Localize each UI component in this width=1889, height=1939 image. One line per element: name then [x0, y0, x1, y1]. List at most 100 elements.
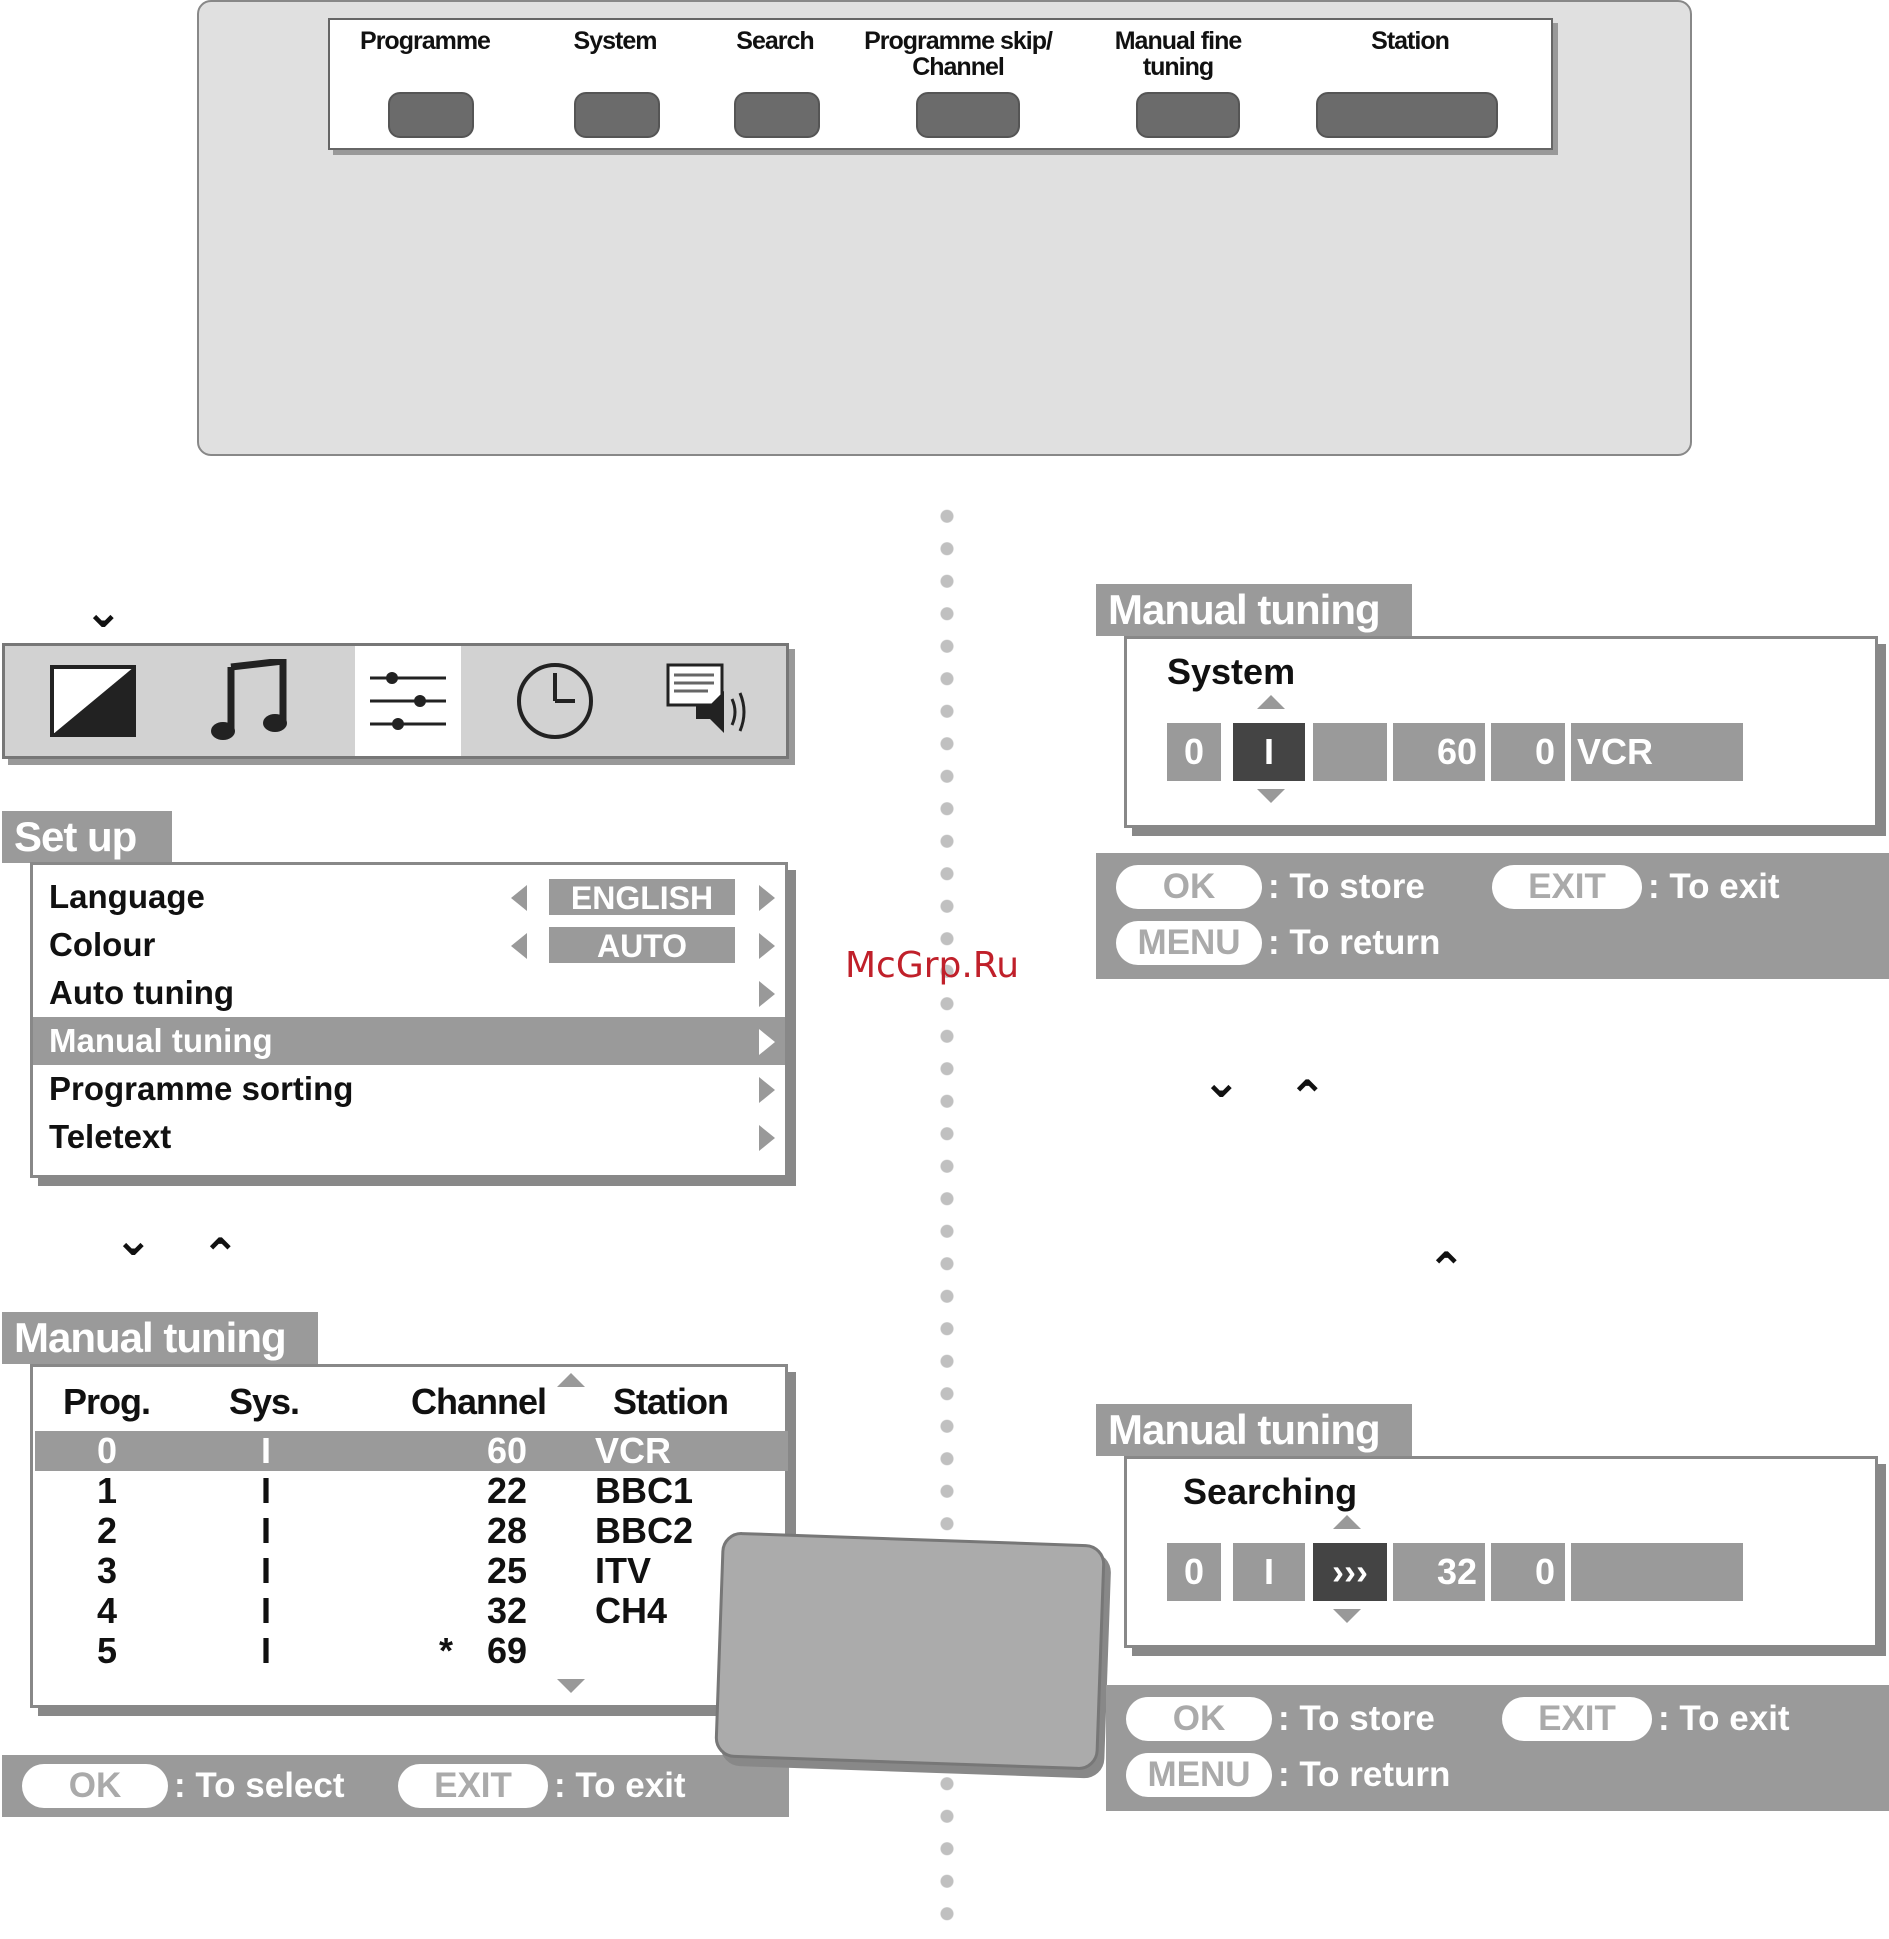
- clock-icon[interactable]: [501, 646, 609, 756]
- station-cell: VCR: [1571, 723, 1743, 781]
- menu-item-language[interactable]: Language ENGLISH: [33, 873, 785, 921]
- ok-hint: : To select: [174, 1766, 345, 1805]
- menu-item-label: Manual tuning: [49, 1022, 273, 1059]
- table-row[interactable]: 0 I 60 VCR: [35, 1431, 788, 1471]
- programme-button[interactable]: [388, 92, 474, 138]
- menu-button[interactable]: MENU: [1116, 921, 1262, 965]
- channel-cell: 32: [487, 1590, 528, 1631]
- menu-item-auto-tuning[interactable]: Auto tuning: [33, 969, 785, 1017]
- station-cell: ITV: [595, 1550, 652, 1591]
- system-footer-bar: OK : To store EXIT : To exit MENU : To r…: [1096, 853, 1889, 979]
- system-button[interactable]: [574, 92, 660, 138]
- table-row[interactable]: 3 I 25 ITV: [35, 1551, 788, 1591]
- down-arrow-icon[interactable]: [1257, 789, 1285, 803]
- picture-icon[interactable]: [39, 646, 147, 756]
- column-header-station: Station: [613, 1381, 729, 1422]
- menu-item-label: Auto tuning: [49, 974, 235, 1011]
- column-header-sys: Sys.: [229, 1381, 300, 1422]
- table-row[interactable]: 2 I 28 BBC2: [35, 1511, 788, 1551]
- right-arrow-icon[interactable]: [759, 933, 775, 959]
- table-row[interactable]: 5 I * 69: [35, 1631, 788, 1671]
- exit-button[interactable]: EXIT: [398, 1764, 548, 1808]
- system-label: System: [573, 27, 658, 55]
- menu-item-programme-sorting[interactable]: Programme sorting: [33, 1065, 785, 1113]
- left-arrow-icon[interactable]: [511, 933, 527, 959]
- menu-item-label: Teletext: [49, 1118, 172, 1155]
- menu-item-colour[interactable]: Colour AUTO: [33, 921, 785, 969]
- ok-button[interactable]: OK: [1126, 1697, 1272, 1741]
- chevron-up-icon: ⌃: [1288, 1070, 1327, 1124]
- station-button[interactable]: [1316, 92, 1498, 138]
- manual-tuning-table: Prog. Sys. Channel Station 0 I 60 VCR 1 …: [30, 1364, 788, 1708]
- right-arrow-icon[interactable]: [759, 1029, 775, 1055]
- exit-hint: : To exit: [1658, 1699, 1790, 1738]
- menu-item-label: Language: [49, 878, 205, 915]
- programme-skip-channel-button[interactable]: [916, 92, 1020, 138]
- sys-cell: I: [261, 1430, 272, 1471]
- system-cell[interactable]: I: [1233, 723, 1305, 781]
- channel-cell: 60: [1393, 723, 1485, 781]
- prog-cell: 1: [97, 1470, 118, 1511]
- fine-tune-cell: 0: [1491, 723, 1565, 781]
- channel-cell: 32: [1393, 1543, 1485, 1601]
- station-cell: CH4: [595, 1590, 668, 1631]
- sys-cell: I: [261, 1510, 272, 1551]
- channel-cell: 69: [487, 1630, 528, 1671]
- left-arrow-icon[interactable]: [511, 885, 527, 911]
- manual-fine-tuning-button[interactable]: [1136, 92, 1240, 138]
- manual-tuning-list-title: Manual tuning: [2, 1312, 318, 1364]
- table-row[interactable]: 1 I 22 BBC1: [35, 1471, 788, 1511]
- exit-button[interactable]: EXIT: [1502, 1697, 1652, 1741]
- ok-button[interactable]: OK: [1116, 865, 1262, 909]
- manual-tuning-system-panel: System 0 I 60 0 VCR: [1124, 636, 1878, 828]
- right-arrow-icon[interactable]: [759, 1077, 775, 1103]
- exit-hint: : To exit: [1648, 867, 1780, 906]
- chevron-down-icon: ⌄: [84, 584, 123, 638]
- colour-value: AUTO: [549, 927, 735, 964]
- up-arrow-icon[interactable]: [1257, 695, 1285, 709]
- chevron-up-icon: ⌃: [201, 1228, 240, 1282]
- menu-item-label: Programme sorting: [49, 1070, 354, 1107]
- manual-tuning-search-title: Manual tuning: [1096, 1404, 1412, 1456]
- exit-hint: : To exit: [554, 1766, 686, 1805]
- right-arrow-icon[interactable]: [759, 981, 775, 1007]
- search-cell[interactable]: ›››: [1313, 1543, 1387, 1601]
- system-heading: System: [1167, 651, 1296, 692]
- ok-hint: : To store: [1278, 1699, 1435, 1738]
- station-cell: [1571, 1543, 1743, 1601]
- scroll-down-arrow-icon[interactable]: [557, 1679, 585, 1693]
- search-footer-bar: OK : To store EXIT : To exit MENU : To r…: [1106, 1685, 1889, 1811]
- search-button[interactable]: [734, 92, 820, 138]
- sys-cell: I: [261, 1590, 272, 1631]
- music-note-icon[interactable]: [195, 646, 303, 756]
- menu-button[interactable]: MENU: [1126, 1753, 1272, 1797]
- ok-button[interactable]: OK: [22, 1764, 168, 1808]
- down-arrow-icon[interactable]: [1333, 1609, 1361, 1623]
- exit-button[interactable]: EXIT: [1492, 865, 1642, 909]
- prog-cell: 5: [97, 1630, 118, 1671]
- station-label: Station: [1371, 27, 1450, 55]
- table-row[interactable]: 4 I 32 CH4: [35, 1591, 788, 1631]
- up-arrow-icon[interactable]: [1333, 1515, 1361, 1529]
- chevron-down-icon: ⌄: [1202, 1054, 1241, 1108]
- manual-tuning-search-panel: Searching 0 I ››› 32 0: [1124, 1456, 1878, 1648]
- menu-hint: : To return: [1268, 923, 1441, 962]
- prog-cell: 0: [1167, 723, 1221, 781]
- setup-sliders-icon[interactable]: [355, 646, 461, 756]
- menu-item-manual-tuning[interactable]: Manual tuning: [33, 1017, 785, 1065]
- scroll-up-arrow-icon[interactable]: [557, 1373, 585, 1387]
- sys-cell: I: [261, 1630, 272, 1671]
- searching-heading: Searching: [1183, 1471, 1358, 1512]
- prog-cell: 2: [97, 1510, 118, 1551]
- fine-tune-cell: 0: [1491, 1543, 1565, 1601]
- teletext-speaker-icon[interactable]: [655, 646, 763, 756]
- right-arrow-icon[interactable]: [759, 885, 775, 911]
- menu-item-teletext[interactable]: Teletext: [33, 1113, 785, 1161]
- remote-illustration-card: [714, 1531, 1106, 1771]
- manual-fine-tuning-label: Manual fine tuning: [1114, 27, 1243, 81]
- right-arrow-icon[interactable]: [759, 1125, 775, 1151]
- ok-hint: : To store: [1268, 867, 1425, 906]
- channel-cell: 60: [487, 1430, 528, 1471]
- column-header-prog: Prog.: [63, 1381, 151, 1422]
- remote-button-bar: Programme System Search Programme skip/ …: [328, 18, 1553, 150]
